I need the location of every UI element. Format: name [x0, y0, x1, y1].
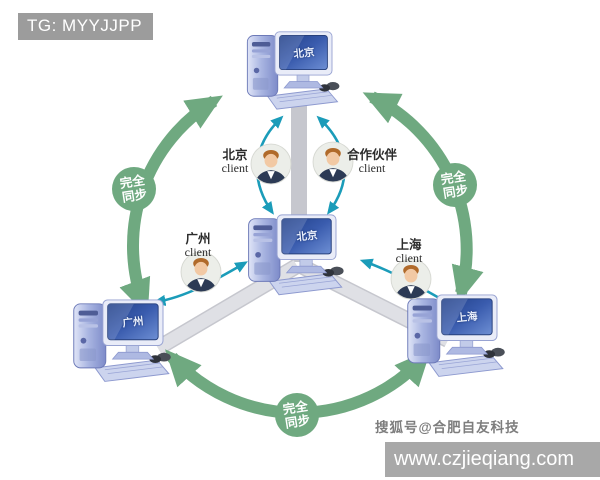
client-label-partner: 合作伙伴 client [346, 148, 398, 176]
sohu-watermark: 搜狐号@合肥自友科技 [375, 420, 520, 435]
sync-badge-text: 完全 同步 [282, 399, 312, 431]
client-label-beijing: 北京 client [221, 148, 249, 176]
screen-label-shanghai: 上海 [455, 310, 479, 325]
computer-icon-guangzhou [73, 299, 172, 382]
computer-icon-top [246, 31, 340, 110]
sync-badge-left: 完全 同步 [112, 167, 156, 211]
client-person-icon-beijing [251, 144, 291, 185]
screen-label-guangzhou: 广州 [121, 315, 145, 330]
sync-badge-text: 完全 同步 [119, 173, 149, 205]
sync-badge-bottom: 完全 同步 [275, 393, 319, 437]
sync-badge-text: 完全 同步 [440, 169, 470, 201]
client-label-guangzhou: 广州 client [184, 232, 212, 260]
screen-label-center: 北京 [295, 229, 319, 244]
screen-label-top: 北京 [292, 46, 316, 61]
tg-watermark-label: TG: MYYJJPP [18, 13, 154, 40]
website-url-bar: www.czjieqiang.com [385, 442, 600, 477]
sync-badge-right: 完全 同步 [433, 163, 477, 207]
client-person-icon-shanghai [391, 259, 431, 300]
client-label-shanghai: 上海 client [395, 238, 423, 266]
